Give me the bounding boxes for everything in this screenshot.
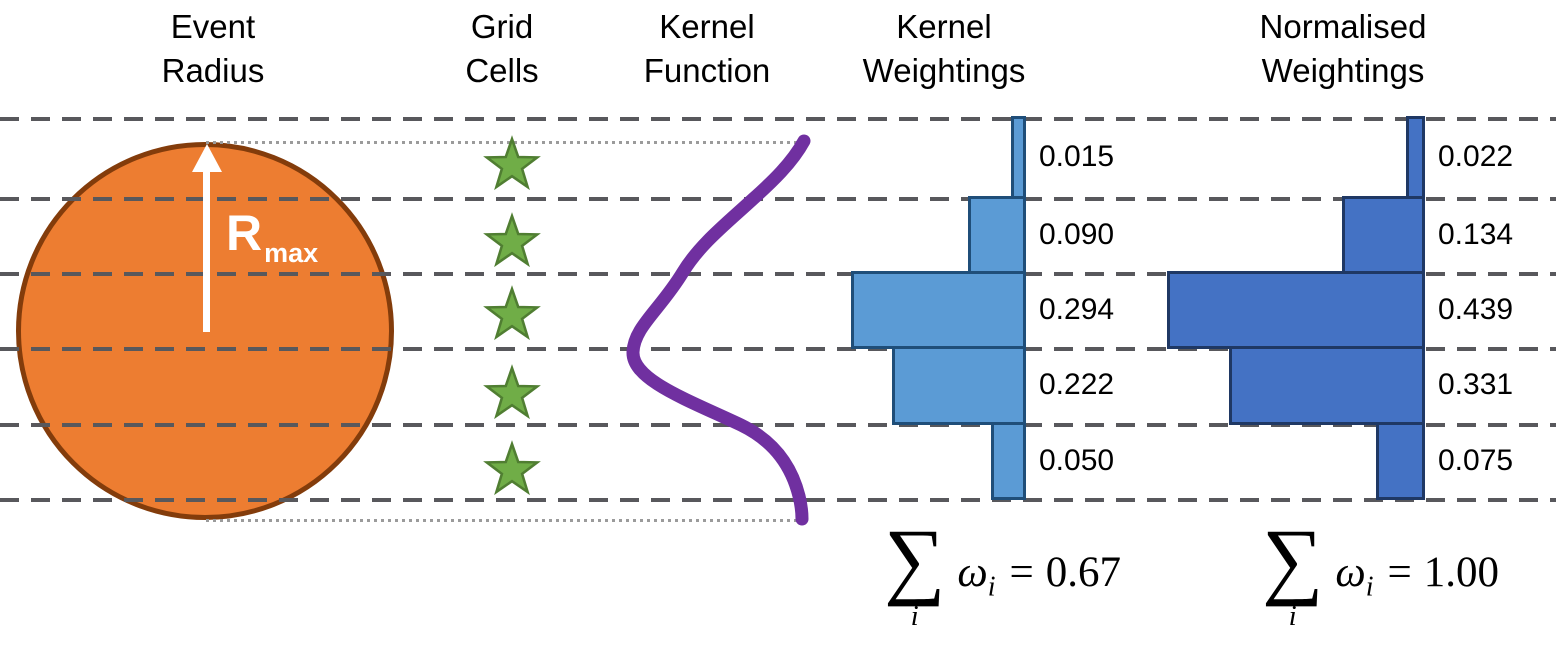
header-line: Cells bbox=[465, 52, 539, 89]
normalised-weight-value: 0.439 bbox=[1438, 292, 1514, 326]
normalised-weightings-sum-formula: ∑ i ωi=1.00 bbox=[1262, 511, 1499, 633]
header-line: Radius bbox=[161, 52, 265, 89]
sigma-index: i bbox=[1288, 599, 1297, 632]
normalised-weight-value: 0.075 bbox=[1438, 443, 1514, 477]
header-line: Event bbox=[170, 8, 256, 45]
header-line: Kernel bbox=[896, 8, 992, 45]
omega-index: i bbox=[1365, 571, 1374, 603]
normalised-weight-value: 0.331 bbox=[1438, 368, 1514, 401]
sum-value: 1.00 bbox=[1423, 549, 1499, 596]
sigma-index: i bbox=[910, 599, 919, 632]
normalised-weight-bar bbox=[1342, 196, 1425, 274]
grid-cell-star-icon bbox=[483, 212, 541, 268]
omega-symbol: ω bbox=[957, 549, 988, 596]
grid-cell-star-icon bbox=[483, 440, 541, 496]
normalised-weight-bar bbox=[1406, 116, 1425, 199]
header-line: Function bbox=[643, 52, 771, 89]
sigma-glyph: ∑ bbox=[1262, 511, 1324, 607]
column-header-grid-cells: Grid Cells bbox=[422, 5, 582, 93]
header-line: Weightings bbox=[862, 52, 1026, 89]
grid-cell-star-icon bbox=[483, 364, 541, 420]
column-header-kernel-weightings: Kernel Weightings bbox=[834, 5, 1054, 93]
kernel-weight-value: 0.090 bbox=[1039, 217, 1115, 251]
sum-expression: ωi =0.67 bbox=[957, 522, 1121, 633]
sum-expression: ωi =1.00 bbox=[1335, 522, 1499, 633]
kernel-weight-value: 0.294 bbox=[1039, 292, 1115, 326]
grid-boundary-line bbox=[0, 117, 1556, 121]
normalised-weight-bar bbox=[1376, 422, 1425, 500]
sigma-symbol: ∑ i bbox=[1262, 511, 1324, 633]
header-line: Weightings bbox=[1261, 52, 1425, 89]
header-line: Normalised bbox=[1259, 8, 1427, 45]
omega-index: i bbox=[987, 571, 996, 603]
rmax-label-main: R bbox=[226, 205, 263, 261]
equals-sign: = bbox=[1009, 549, 1034, 596]
kernel-weight-bar bbox=[968, 196, 1026, 274]
normalised-weight-bar bbox=[1229, 346, 1425, 425]
column-header-event-radius: Event Radius bbox=[93, 5, 333, 93]
kernel-weight-value: 0.050 bbox=[1039, 443, 1115, 477]
kernel-weight-bar bbox=[991, 422, 1026, 500]
kernel-weight-value: 0.015 bbox=[1039, 140, 1115, 173]
kernel-weight-bar bbox=[892, 346, 1026, 425]
header-line: Grid bbox=[470, 8, 534, 45]
radius-arrow-head-icon bbox=[192, 144, 222, 172]
sigma-symbol: ∑ i bbox=[884, 511, 946, 633]
normalised-weight-value: 0.134 bbox=[1438, 217, 1514, 251]
omega-symbol: ω bbox=[1335, 549, 1366, 596]
normalised-weight-bar bbox=[1167, 271, 1425, 349]
rmax-label: Rmax bbox=[226, 204, 318, 269]
equals-sign: = bbox=[1387, 549, 1412, 596]
sum-value: 0.67 bbox=[1045, 549, 1121, 596]
radius-bottom-guide-line bbox=[206, 519, 807, 522]
sigma-glyph: ∑ bbox=[884, 511, 946, 607]
kernel-weightings-sum-formula: ∑ i ωi=0.67 bbox=[884, 511, 1121, 633]
kernel-weight-value: 0.222 bbox=[1039, 368, 1115, 401]
radius-top-guide-line bbox=[206, 141, 807, 144]
column-header-kernel-function: Kernel Function bbox=[607, 5, 807, 93]
column-header-normalised-weightings: Normalised Weightings bbox=[1223, 5, 1463, 93]
normalised-weight-value: 0.022 bbox=[1438, 140, 1514, 173]
header-line: Kernel bbox=[659, 8, 755, 45]
grid-cell-star-icon bbox=[483, 135, 541, 191]
rmax-label-sub: max bbox=[264, 238, 319, 268]
radius-arrow bbox=[203, 168, 210, 332]
grid-cell-star-icon bbox=[483, 285, 541, 341]
